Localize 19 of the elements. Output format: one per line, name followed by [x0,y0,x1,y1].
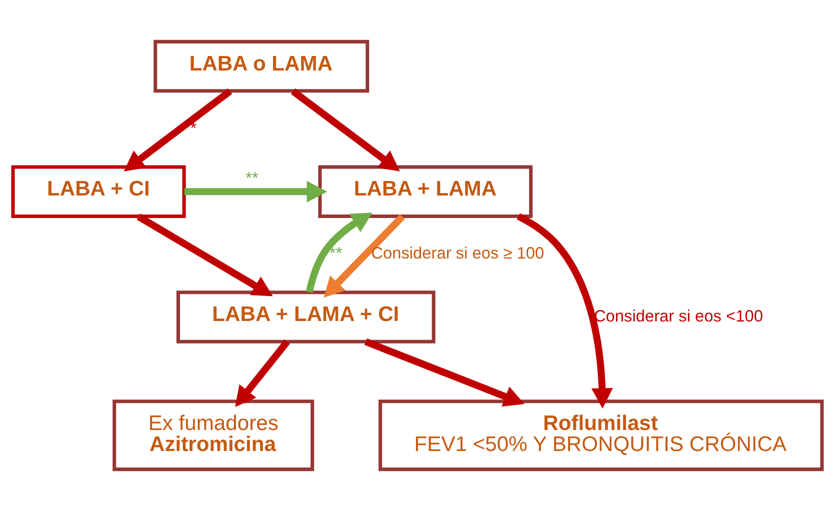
arrow [290,88,400,172]
node-box: LABA o LAMA [154,40,370,93]
node-box: Roflumilast FEV1 <50% Y BRONQUITIS CRÓNICA [378,400,824,472]
node-box: Ex fumadores Azitromicina [112,400,314,472]
arrow [364,338,524,407]
arrow [184,180,328,202]
edge-label: Considerar si eos <100 [594,307,763,326]
arrow [124,88,232,172]
arrow [136,214,273,296]
node-box: LABA + CI [11,165,186,218]
edge-label: ** [246,170,258,188]
arrow [306,212,372,293]
node-box: LABA + LAMA [318,165,533,218]
arrow [235,339,290,407]
arrow [516,213,613,409]
edge-label: ** [329,244,342,263]
edge-label: Considerar si eos ≥ 100 [371,244,544,263]
node-box: LABA + LAMA + CI [176,290,436,344]
arrow [324,214,405,298]
